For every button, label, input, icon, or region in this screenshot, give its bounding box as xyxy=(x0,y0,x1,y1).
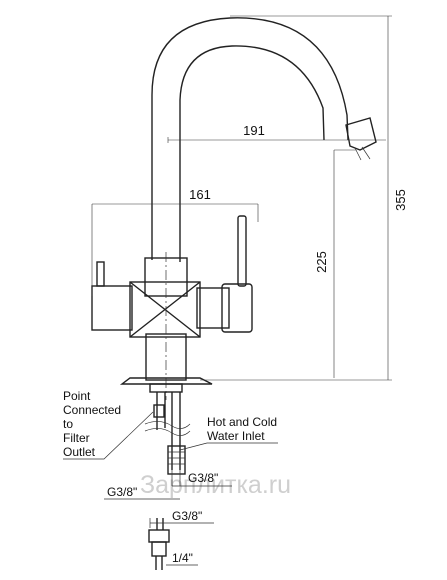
dimension-191: 191 xyxy=(167,123,386,143)
dimension-191-label: 191 xyxy=(243,123,265,138)
thread-bottom-label: 1/4" xyxy=(172,551,193,565)
dimension-225-label: 225 xyxy=(314,251,329,273)
dimension-355-label: 355 xyxy=(393,189,408,211)
point-label-1: Point xyxy=(63,389,91,403)
point-label-5: Outlet xyxy=(63,445,96,459)
mounting-base xyxy=(119,377,213,475)
thread-upper-left-label: G3/8" xyxy=(107,485,137,499)
point-label-4: Filter xyxy=(63,431,90,445)
thread-upper-right-label: G3/8" xyxy=(188,471,218,485)
spout-outline xyxy=(151,17,377,262)
thread-callout-upper: G3/8" G3/8" xyxy=(104,470,232,500)
watermark: Зарплитка.ru xyxy=(140,471,291,499)
hot-cold-label-1: Hot and Cold xyxy=(207,415,277,429)
filter-connector xyxy=(148,518,170,570)
dimension-161-label: 161 xyxy=(189,187,211,202)
dimension-355: 355 xyxy=(200,15,408,381)
dimension-225: 225 xyxy=(314,149,356,378)
point-label-2: Connected xyxy=(63,403,121,417)
thread-lower-label: G3/8" xyxy=(172,509,202,523)
point-label-3: to xyxy=(63,417,73,431)
faucet-body xyxy=(91,215,253,400)
thread-callout-lower: G3/8" 1/4" xyxy=(149,509,214,566)
hot-cold-label-2: Water Inlet xyxy=(207,429,265,443)
water-inlet-callout: Hot and Cold Water Inlet xyxy=(179,415,278,451)
filter-outlet-callout: Point Connected to Filter Outlet xyxy=(63,389,154,460)
dimension-161: 161 xyxy=(91,187,259,296)
